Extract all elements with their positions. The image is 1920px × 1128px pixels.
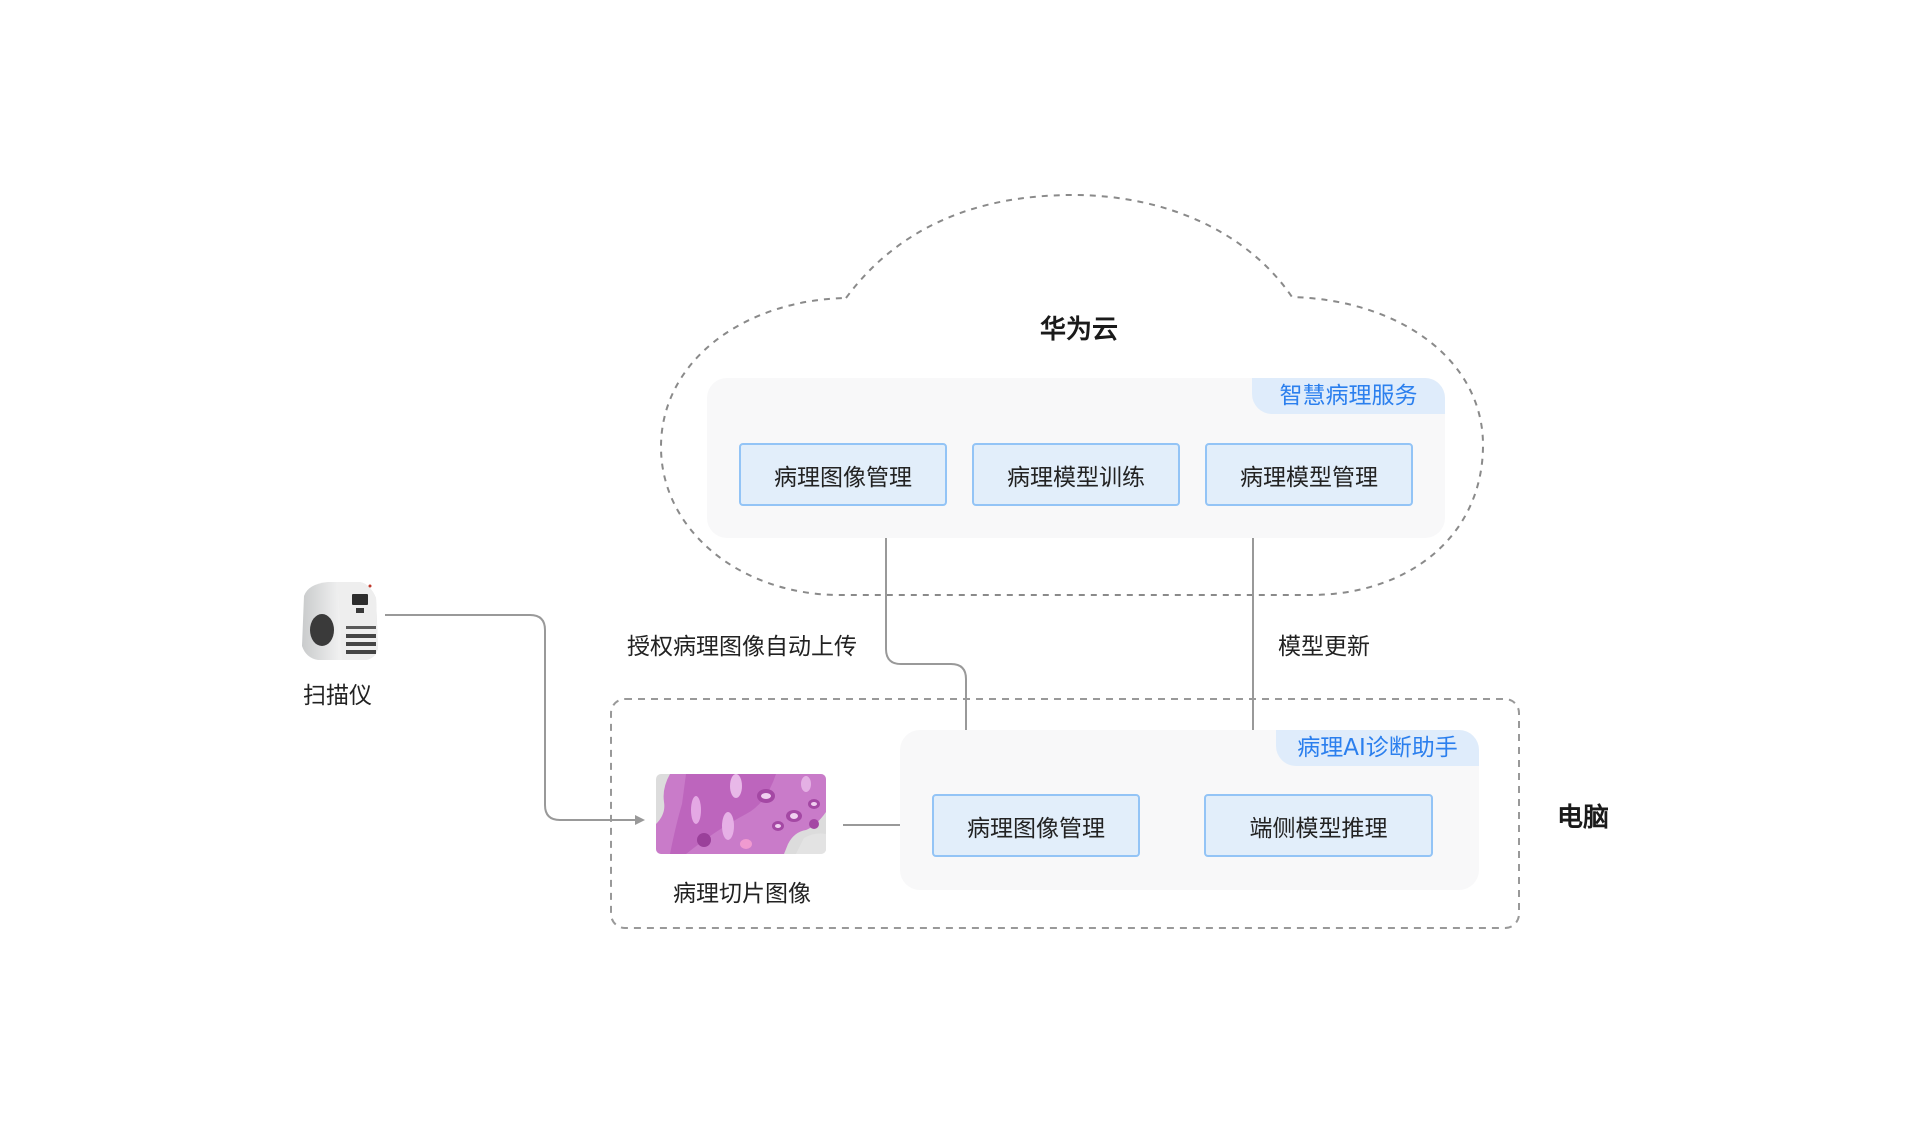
edge-model-inference-node[interactable]: 端侧模型推理 (1204, 794, 1433, 857)
smart-pathology-service-tag: 智慧病理服务 (1252, 378, 1445, 414)
scanner-icon (298, 578, 382, 664)
scanner-label: 扫描仪 (303, 683, 372, 709)
computer-title: 电脑 (1557, 803, 1610, 833)
model-update-label: 模型更新 (1278, 634, 1370, 660)
pathology-slide-label: 病理切片图像 (673, 881, 811, 907)
cloud-image-management-node[interactable]: 病理图像管理 (739, 443, 947, 506)
cloud-model-training-node[interactable]: 病理模型训练 (972, 443, 1180, 506)
cloud-model-management-node[interactable]: 病理模型管理 (1205, 443, 1413, 506)
local-image-management-node[interactable]: 病理图像管理 (932, 794, 1140, 857)
pathology-ai-assistant-tag: 病理AI诊断助手 (1276, 730, 1479, 766)
scanner-to-slide-connector (385, 614, 645, 825)
upload-label: 授权病理图像自动上传 (627, 634, 857, 660)
cloud-title: 华为云 (1040, 315, 1119, 345)
pathology-slide-image (656, 774, 826, 854)
